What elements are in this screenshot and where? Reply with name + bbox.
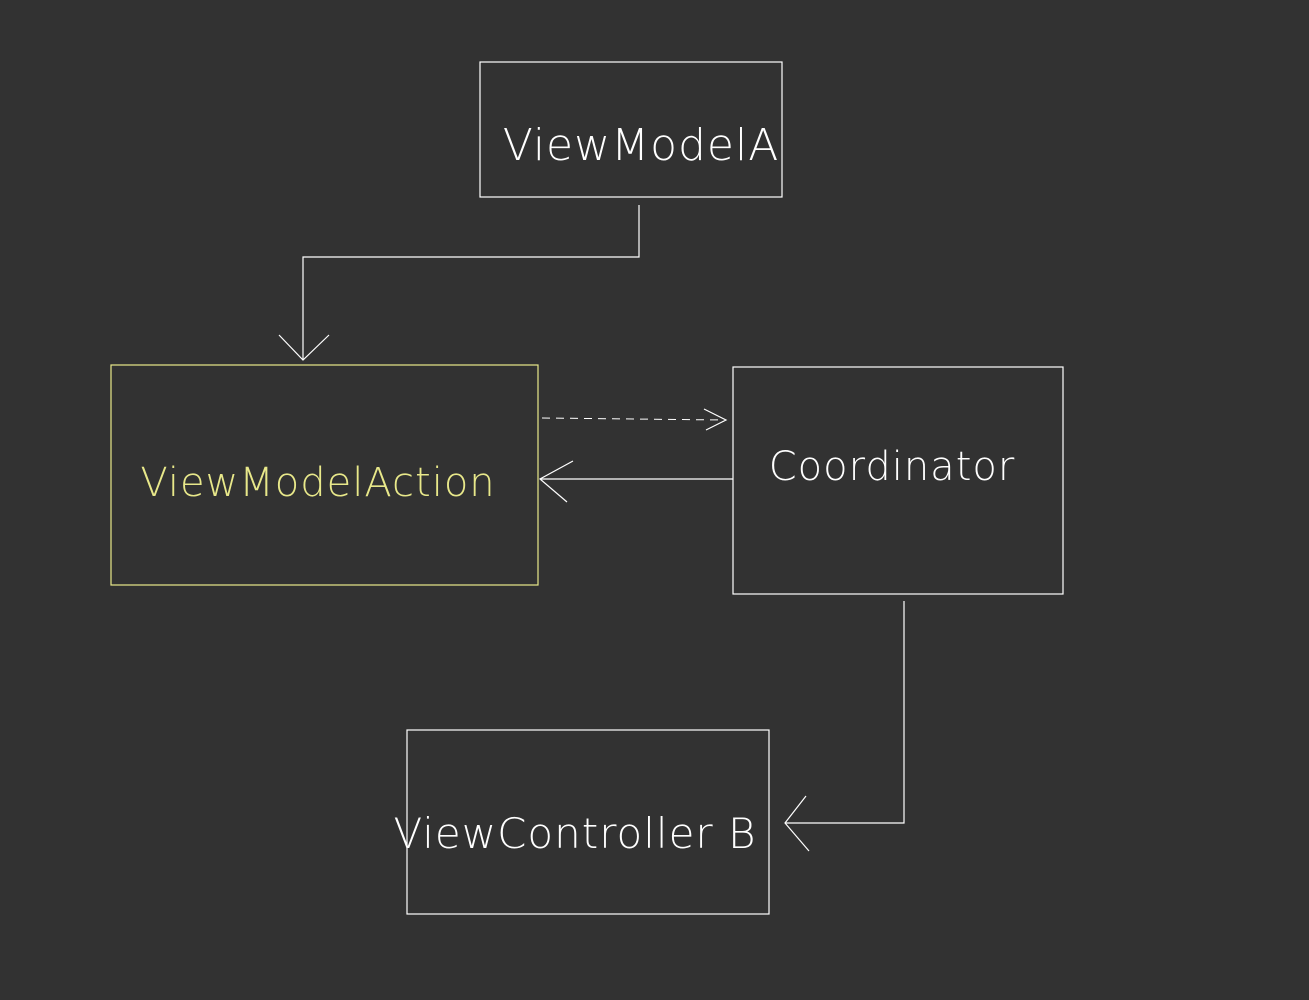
node-view-model-a-box [479,61,783,198]
node-view-controller-b-box [406,729,770,915]
node-coordinator-box [732,366,1064,595]
edge-coordinator-to-viewcontrollerb-line [785,601,905,824]
arrowhead-right-icon [703,408,728,431]
edge-viewmodelaction-to-coordinator-line [541,417,725,421]
node-view-controller-b-label: ViewController B [393,809,756,858]
node-view-model-action-label: ViewModelAction [140,460,495,506]
node-view-model-action[interactable]: ViewModelAction [110,364,539,586]
node-view-model-a[interactable]: ViewModelA [479,61,783,198]
edge-viewmodelaction-to-coordinator [541,408,728,431]
arrowhead-left-icon [538,460,574,503]
edge-viewmodela-to-viewmodelaction-line [302,205,640,360]
node-coordinator-label: Coordinator [769,444,1016,490]
node-view-model-a-label: ViewModelA [503,120,780,171]
edge-coordinator-to-viewcontrollerb [784,601,905,852]
edge-viewmodela-to-viewmodelaction [278,205,640,361]
node-coordinator[interactable]: Coordinator [732,366,1064,595]
node-view-controller-b[interactable]: ViewController B [393,729,770,915]
edge-coordinator-to-viewmodelaction [538,460,733,503]
node-view-model-action-box [110,364,539,586]
arrowhead-left-icon [784,795,810,852]
arrowhead-down-icon [278,334,330,361]
